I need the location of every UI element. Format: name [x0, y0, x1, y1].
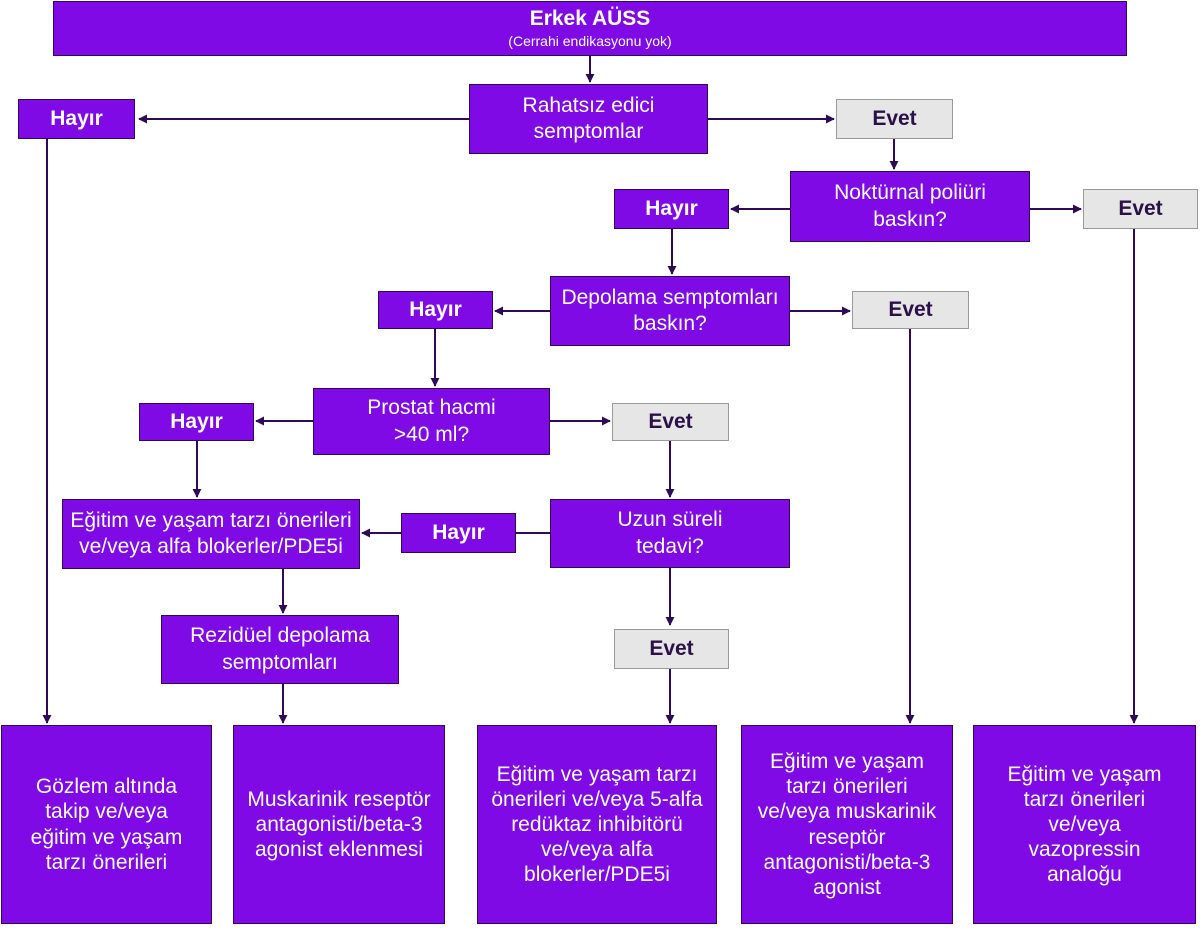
question-residual-storage: Rezidüel depolama semptomları: [161, 615, 399, 684]
question-bothersome-symptoms: Rahatsız edici semptomlar: [469, 84, 708, 154]
answer-no-prostate: Hayır: [139, 403, 254, 441]
outcome-vasopressin: Eğitim ve yaşam tarzı önerileri ve/veya …: [973, 725, 1196, 924]
question-prostate-volume: Prostat hacmi >40 ml?: [313, 388, 550, 455]
title-box: Erkek AÜSS (Cerrahi endikasyonu yok): [53, 1, 1127, 56]
answer-no-longterm: Hayır: [401, 513, 516, 553]
title-text: Erkek AÜSS: [529, 7, 651, 31]
question-storage-symptoms: Depolama semptomları baskın?: [550, 276, 790, 346]
answer-no-nocturnal: Hayır: [614, 189, 729, 229]
outcome-antimuscarinic: Eğitim ve yaşam tarzı önerileri ve/veya …: [741, 725, 953, 924]
outcome-add-antimuscarinic: Muskarinik reseptör antagonisti/beta-3 a…: [233, 725, 445, 924]
outcome-watchful-waiting: Gözlem altında takip ve/veya eğitim ve y…: [1, 725, 212, 924]
answer-yes-longterm: Evet: [614, 629, 729, 669]
outcome-five-alpha-reductase: Eğitim ve yaşam tarzı önerileri ve/veya …: [477, 725, 717, 924]
question-nocturnal-polyuria: Noktürnal poliüri baskın?: [790, 171, 1030, 242]
answer-yes-storage: Evet: [852, 291, 969, 329]
question-long-term-treatment: Uzun süreli tedavi?: [550, 499, 790, 568]
box-lifestyle-alpha-blockers: Eğitim ve yaşam tarzı önerileri ve/veya …: [62, 499, 360, 569]
answer-no-bothersome: Hayır: [18, 99, 135, 139]
answer-yes-prostate: Evet: [612, 403, 729, 441]
answer-yes-bothersome: Evet: [836, 99, 953, 139]
answer-no-storage: Hayır: [378, 291, 493, 329]
title-subtitle: (Cerrahi endikasyonu yok): [508, 33, 672, 50]
answer-yes-nocturnal: Evet: [1083, 189, 1198, 229]
